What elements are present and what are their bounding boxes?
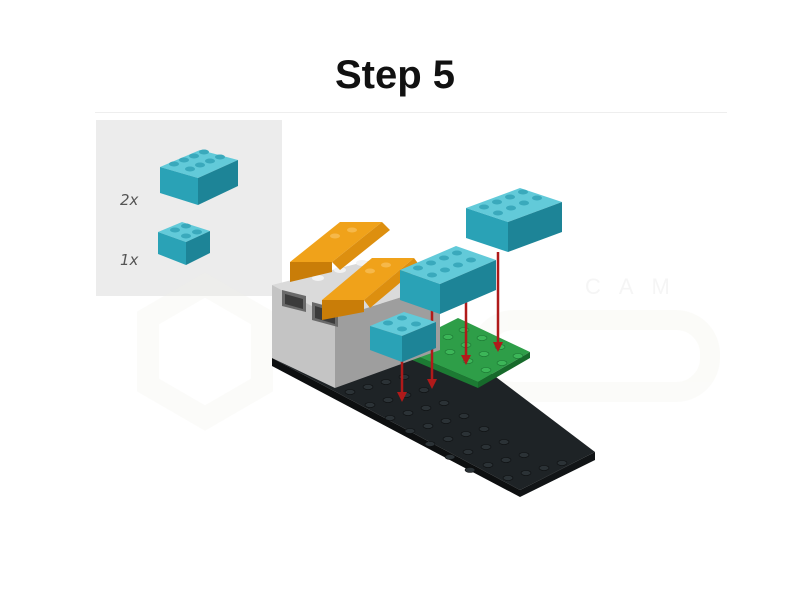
watermark-logo: CAM: [137, 272, 720, 431]
part-quantity-2x2: 1x: [120, 251, 139, 269]
part-quantity-2x4: 2x: [120, 191, 139, 209]
green-plate: [398, 318, 530, 388]
orange-wedge-back: [290, 222, 390, 282]
azure-brick-2x4-top: [466, 188, 562, 252]
watermark-text: CAM: [585, 274, 688, 299]
azure-brick-2x4-middle: [400, 246, 496, 314]
parts-list-panel: [96, 120, 282, 296]
hub-port-left: [282, 290, 306, 312]
step-title: Step 5: [334, 53, 456, 97]
header-divider: [95, 112, 727, 113]
part-2x4-brick-icon: [160, 149, 238, 205]
part-2x2-brick-icon: [158, 222, 210, 265]
azure-brick-2x2-front: [370, 312, 436, 362]
